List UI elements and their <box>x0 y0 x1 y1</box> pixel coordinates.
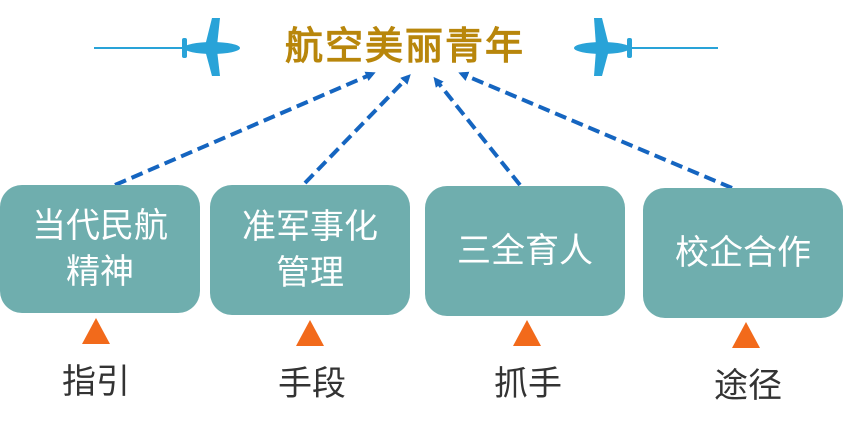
arrow-3 <box>433 76 522 187</box>
diagram-title: 航空美丽青年 <box>284 23 525 68</box>
arrow-1 <box>114 71 376 187</box>
node-2-line-2: 管理 <box>276 253 344 293</box>
node-box-4: 校企合作 <box>643 188 843 318</box>
airplane-icon-right <box>574 18 718 76</box>
node-1-line-2: 精神 <box>66 252 134 292</box>
airplane-icon-left <box>94 18 240 76</box>
node-4-line-1: 校企合作 <box>675 233 811 273</box>
triangle-marker-2 <box>296 320 324 346</box>
triangle-marker-1 <box>82 318 110 344</box>
role-label-4: 途径 <box>714 366 782 406</box>
node-1-line-1: 当代民航 <box>32 206 168 246</box>
triangle-marker-3 <box>513 320 541 346</box>
triangle-marker-4 <box>732 322 760 348</box>
arrow-2 <box>303 74 411 185</box>
role-label-3: 抓手 <box>494 364 562 404</box>
arrow-4 <box>458 71 733 190</box>
role-label-2: 手段 <box>278 364 346 404</box>
node-3-line-1: 三全育人 <box>457 231 593 271</box>
role-label-1: 指引 <box>62 362 130 402</box>
node-box-3: 三全育人 <box>425 186 625 316</box>
node-box-2: 准军事化 管理 <box>210 185 410 315</box>
node-2-line-1: 准军事化 <box>242 207 378 247</box>
node-box-1: 当代民航 精神 <box>0 185 200 313</box>
